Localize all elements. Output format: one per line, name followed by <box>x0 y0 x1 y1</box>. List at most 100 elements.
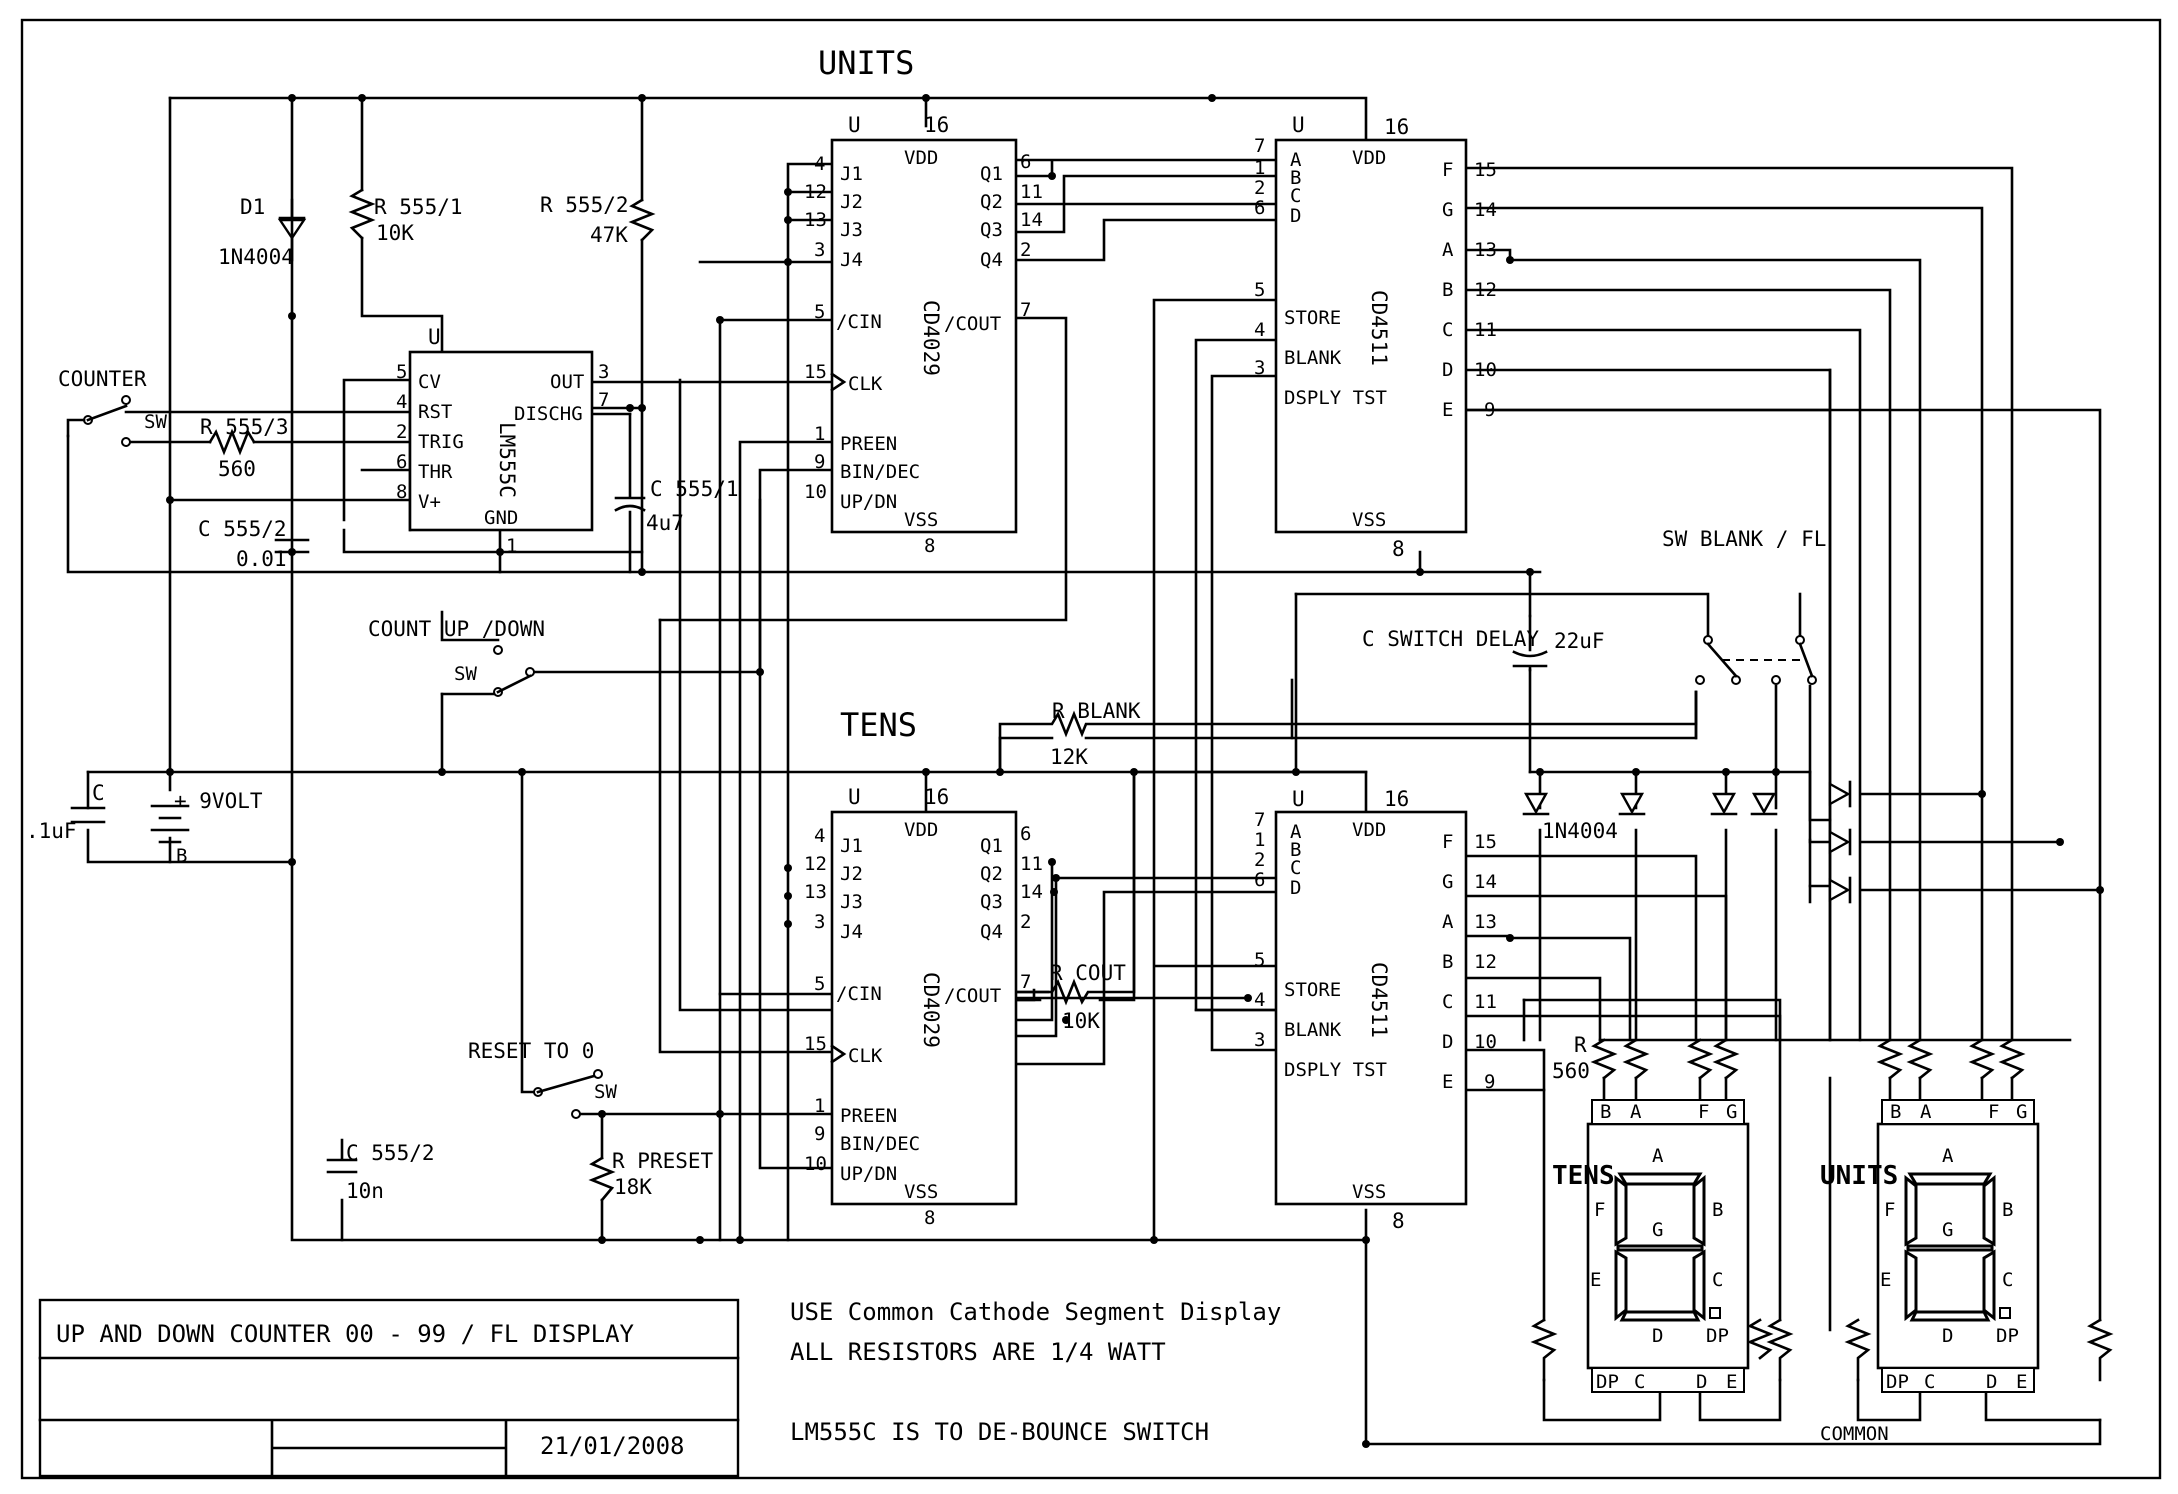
cd4511t-pin2: 2 <box>1254 849 1265 871</box>
cbatt-value: .1uF <box>26 819 77 843</box>
cd4029u-clk: CLK <box>848 373 883 395</box>
lm555-dischg: DISCHG <box>514 403 583 425</box>
cd4029t-q1: Q1 <box>980 835 1003 857</box>
units-seg-e: E <box>1880 1269 1891 1291</box>
cd4029-units-vdd: VDD <box>904 147 938 169</box>
r5553-value: 560 <box>218 457 256 481</box>
cd4511-units-vss: VSS <box>1352 509 1386 531</box>
cd4511-units-u: U <box>1292 113 1305 137</box>
cd4029u-pin5: 5 <box>814 301 825 323</box>
cd4029-tens-vdd: VDD <box>904 819 938 841</box>
cd4029-units-chip: U 16 VDD VSS 8 CD4029 J1 J2 J3 J4 /CIN C… <box>804 113 1043 557</box>
units-pin-c: C <box>1924 1371 1935 1393</box>
tens-seg-a: A <box>1652 1145 1664 1167</box>
units-pin-e: E <box>2016 1371 2027 1393</box>
resistor-r5551: R 555/1 10K <box>348 188 463 245</box>
cd4029-tens-u: U <box>848 785 861 809</box>
cd4029t-pin11: 11 <box>1020 853 1043 875</box>
units-heading: UNITS <box>818 44 914 82</box>
cd4511-units-vdd-pin: 16 <box>1384 115 1409 139</box>
cd4029-tens-chip: U 16 VDD VSS 8 CD4029 J1 J2 J3 J4 /CIN C… <box>804 785 1043 1229</box>
units-seg-b: B <box>2002 1199 2013 1221</box>
drawing-title: UP AND DOWN COUNTER 00 - 99 / FL DISPLAY <box>56 1320 635 1348</box>
tens-pin-b: B <box>1600 1101 1611 1123</box>
cd4029t-pin10: 10 <box>804 1153 827 1175</box>
count-updown-switch[interactable]: COUNT UP /DOWN SW <box>368 617 545 697</box>
cd4029t-pin14: 14 <box>1020 881 1043 903</box>
cd4029-tens-name: CD4029 <box>919 972 943 1048</box>
cd4029u-q2: Q2 <box>980 191 1003 213</box>
tens-seg-d: D <box>1652 1325 1663 1347</box>
cd4029u-cin: /CIN <box>836 311 882 333</box>
battery-label: + 9VOLT <box>174 789 263 813</box>
cd4511u-pin1: 1 <box>1254 157 1265 179</box>
tens-seg-g: G <box>1652 1219 1663 1241</box>
lm555-name: LM555C <box>495 422 519 498</box>
cd4511t-blank: BLANK <box>1284 1019 1342 1041</box>
lm555c-chip: U LM555C CV RST TRIG THR V+ OUT DISCHG G… <box>396 325 609 557</box>
lm555-pin-gnd: 1 <box>506 535 517 557</box>
lm555-pin-rst: 4 <box>396 391 407 413</box>
note-resistors: ALL RESISTORS ARE 1/4 WATT <box>790 1338 1166 1366</box>
cd4029u-pin15: 15 <box>804 361 827 383</box>
cd4029t-preen: PREEN <box>840 1105 897 1127</box>
resistor-rcout: R COUT 10K <box>1014 770 1136 1033</box>
c5552b-value: 10n <box>346 1179 384 1203</box>
cd4029-units-right-pins: Q1 Q2 Q3 Q4 /COUT 6 11 14 2 7 <box>944 151 1043 335</box>
cd4029u-pin3: 3 <box>814 239 825 261</box>
tens-pin-dp: DP <box>1596 1371 1619 1393</box>
rblank-value: 12K <box>1050 745 1088 769</box>
cbatt-pin: B <box>176 845 187 867</box>
blank-fl-switch[interactable]: SW BLANK / FL <box>1662 527 1826 685</box>
tens-pin-a: A <box>1630 1101 1642 1123</box>
cd4029u-pin11: 11 <box>1020 181 1043 203</box>
cd4511u-ob: B <box>1442 279 1453 301</box>
cd4029t-pin5: 5 <box>814 973 825 995</box>
cd4029u-pin14: 14 <box>1020 209 1043 231</box>
counter-switch-label: COUNTER <box>58 367 147 391</box>
cd4029t-pin12: 12 <box>804 853 827 875</box>
note-debounce: LM555C IS TO DE-BOUNCE SWITCH <box>790 1418 1209 1446</box>
lm555-pin-out: 3 <box>598 361 609 383</box>
tens-seg-e: E <box>1590 1269 1601 1291</box>
reset-switch[interactable]: RESET TO 0 SW <box>468 1039 617 1119</box>
cd4511-tens-vss: VSS <box>1352 1181 1386 1203</box>
updown-sw-label: SW <box>454 663 477 685</box>
lm555-trig: TRIG <box>418 431 464 453</box>
cd4511u-c: C <box>1290 185 1301 207</box>
cd4511u-pin10: 10 <box>1474 359 1497 381</box>
cd4029t-bindec: BIN/DEC <box>840 1133 920 1155</box>
cd4511t-pin13: 13 <box>1474 911 1497 933</box>
blank-switch-label: SW BLANK / FL <box>1662 527 1826 551</box>
cd4029t-pin13: 13 <box>804 881 827 903</box>
cd4511-units-name: CD4511 <box>1367 290 1391 366</box>
units-pin-dp: DP <box>1886 1371 1909 1393</box>
rpreset-label: R PRESET <box>612 1149 714 1173</box>
lm555-rst: RST <box>418 401 452 423</box>
cd4511t-pin6: 6 <box>1254 869 1265 891</box>
cd4511u-pin9: 9 <box>1484 399 1495 421</box>
counter-switch[interactable]: COUNTER SW <box>58 367 167 447</box>
cd4029u-bindec: BIN/DEC <box>840 461 920 483</box>
cd4511t-pin11: 11 <box>1474 991 1497 1013</box>
resistor-r5552: R 555/2 47K <box>540 193 656 247</box>
rseg-label: R <box>1574 1033 1587 1057</box>
tens-pin-e: E <box>1726 1371 1737 1393</box>
cd4511u-store: STORE <box>1284 307 1341 329</box>
cd4511u-pin4: 4 <box>1254 319 1265 341</box>
cd4029u-j2: J2 <box>840 191 863 213</box>
cd4029t-pin1: 1 <box>814 1095 825 1117</box>
cd4029u-pin7: 7 <box>1020 299 1031 321</box>
cd4511t-od: D <box>1442 1031 1453 1053</box>
rpreset-value: 18K <box>614 1175 652 1199</box>
cd4029t-updn: UP/DN <box>840 1163 897 1185</box>
cd4029u-pin6: 6 <box>1020 151 1031 173</box>
lm555-cv: CV <box>418 371 441 393</box>
resistor-rpreset: R PRESET 18K <box>588 1149 714 1202</box>
lm555-out: OUT <box>550 371 584 393</box>
cd4511u-pin12: 12 <box>1474 279 1497 301</box>
cd4511u-d: D <box>1290 205 1301 227</box>
cd4511-tens-vdd: VDD <box>1352 819 1386 841</box>
units-pin-f: F <box>1988 1101 1999 1123</box>
note-common-cathode: USE Common Cathode Segment Display <box>790 1298 1281 1326</box>
